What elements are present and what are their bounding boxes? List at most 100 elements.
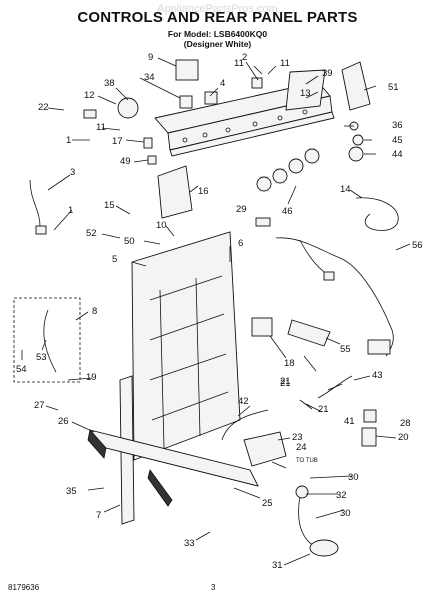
callout: 49 bbox=[120, 156, 131, 167]
callout: 12 bbox=[84, 90, 95, 101]
callout: 23 bbox=[292, 432, 303, 443]
model-line: For Model: LSB6400KQ0 bbox=[167, 29, 268, 39]
callout: 16 bbox=[198, 186, 209, 197]
end-cap-right bbox=[341, 61, 371, 111]
callout: 39 bbox=[322, 68, 333, 79]
callout: 30 bbox=[340, 508, 351, 519]
callout: 56 bbox=[412, 240, 423, 251]
callout: 29 bbox=[236, 204, 247, 215]
callout: 28 bbox=[400, 418, 411, 429]
pump bbox=[243, 431, 287, 467]
callout: 9 bbox=[148, 52, 153, 63]
callout: 1 bbox=[66, 135, 71, 146]
callout: 22 bbox=[38, 102, 49, 113]
callout: 19 bbox=[86, 372, 97, 383]
part-28 bbox=[363, 409, 377, 423]
part-55 bbox=[287, 319, 331, 347]
end-cap-left bbox=[157, 165, 193, 219]
part-20 bbox=[361, 427, 377, 447]
callout: 34 bbox=[144, 72, 155, 83]
callout: 45 bbox=[392, 135, 403, 146]
part-38 bbox=[117, 97, 139, 119]
part-29 bbox=[255, 217, 271, 227]
knobs bbox=[256, 148, 320, 192]
inlet-hose bbox=[29, 179, 41, 227]
part-30 bbox=[295, 485, 309, 499]
part-45 bbox=[352, 134, 364, 146]
part-34 bbox=[179, 95, 193, 109]
rear-panel bbox=[285, 69, 326, 111]
callout: 3 bbox=[70, 167, 75, 178]
drain-kit-box bbox=[13, 297, 81, 383]
part-44 bbox=[348, 146, 364, 162]
leg-right bbox=[147, 469, 173, 507]
part-49 bbox=[147, 155, 157, 165]
callout: 32 bbox=[336, 490, 347, 501]
callout: 21 bbox=[280, 378, 291, 389]
callout: 44 bbox=[392, 149, 403, 160]
callout: 36 bbox=[392, 120, 403, 131]
hose-42 bbox=[221, 409, 269, 441]
leader-lines bbox=[21, 57, 411, 566]
callout: 11 bbox=[280, 58, 290, 69]
callout: 13 bbox=[300, 88, 311, 99]
callout: 41 bbox=[344, 416, 355, 427]
callout: 11 bbox=[96, 122, 106, 133]
callout: 27 bbox=[34, 400, 45, 411]
to-tub-label: TO TUB bbox=[296, 458, 318, 464]
callout: 15 bbox=[104, 200, 115, 211]
power-cord bbox=[355, 197, 399, 231]
callout: 30 bbox=[348, 472, 359, 483]
leg-left bbox=[87, 429, 107, 459]
callout: 55 bbox=[340, 344, 351, 355]
callout: 21 bbox=[318, 404, 329, 415]
callout: 8 bbox=[92, 306, 97, 317]
callout: 17 bbox=[112, 136, 123, 147]
drain-hose bbox=[298, 495, 319, 549]
hose-8 bbox=[43, 309, 57, 373]
callout: 24 bbox=[296, 442, 307, 453]
callout: 18 bbox=[284, 358, 295, 369]
callout: 52 bbox=[86, 228, 97, 239]
wire-harness bbox=[275, 237, 394, 357]
callout: 21 bbox=[280, 376, 291, 387]
callout: 26 bbox=[58, 416, 69, 427]
cabinet-frame bbox=[119, 231, 241, 525]
part-17 bbox=[143, 137, 153, 149]
watermark: AppliancePartsPros.com bbox=[157, 3, 278, 15]
callout: 1 bbox=[68, 205, 73, 216]
callout: 42 bbox=[238, 396, 249, 407]
callout: 11 bbox=[234, 58, 244, 69]
callout: 38 bbox=[104, 78, 115, 89]
callout: 5 bbox=[112, 254, 117, 265]
callout: 2 bbox=[242, 52, 247, 63]
callout: 51 bbox=[388, 82, 399, 93]
part-18 bbox=[251, 317, 273, 337]
callout: 6 bbox=[238, 238, 243, 249]
document-number: 8179636 bbox=[8, 583, 40, 592]
part-2 bbox=[251, 77, 263, 89]
callout: 20 bbox=[398, 432, 409, 443]
part-9 bbox=[175, 59, 199, 81]
callout: 46 bbox=[282, 206, 293, 217]
callout: 35 bbox=[66, 486, 77, 497]
callout-labels: 1 1 2 3 4 5 6 7 8 9 10 11 11 11 12 13 14… bbox=[16, 52, 423, 571]
page-title: CONTROLS AND REAR PANEL PARTS bbox=[77, 9, 358, 26]
callout: 54 bbox=[16, 364, 27, 375]
callout: 7 bbox=[96, 510, 101, 521]
callout: 10 bbox=[156, 220, 167, 231]
callout: 33 bbox=[184, 538, 195, 549]
drain-fitting bbox=[309, 539, 339, 557]
callout: 43 bbox=[372, 370, 383, 381]
callout: 25 bbox=[262, 498, 273, 509]
part-4 bbox=[204, 91, 218, 105]
callout: 53 bbox=[36, 352, 47, 363]
callout: 4 bbox=[220, 78, 225, 89]
color-line: (Designer White) bbox=[183, 39, 252, 49]
callout: 14 bbox=[340, 184, 351, 195]
page-number: 3 bbox=[211, 583, 216, 592]
part-12 bbox=[83, 109, 97, 119]
callout: 50 bbox=[124, 236, 135, 247]
